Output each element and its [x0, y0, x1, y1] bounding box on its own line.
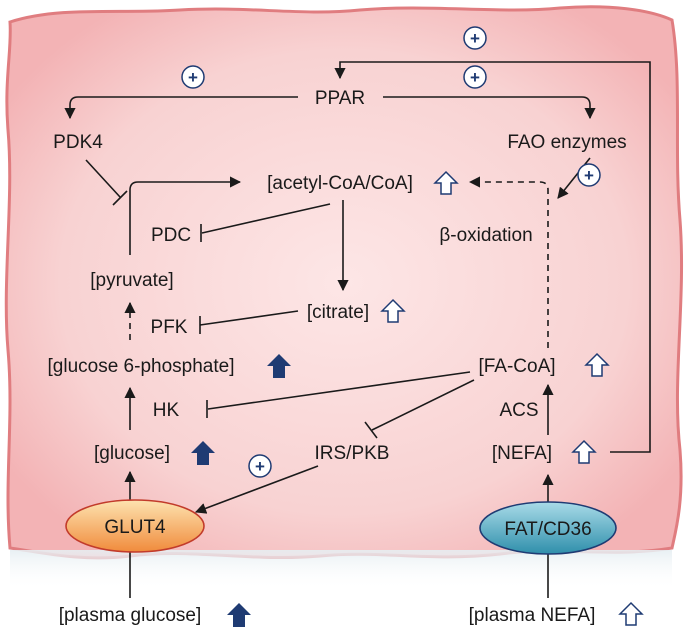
pdk4-label: PDK4	[53, 132, 103, 153]
fao-enzymes-label: FAO enzymes	[507, 132, 626, 153]
pdc-label: PDC	[151, 225, 191, 246]
pfk-label: PFK	[151, 317, 188, 338]
fat-cd36-label: FAT/CD36	[504, 519, 591, 540]
ppar-to-pdk4-arrow	[64, 96, 298, 120]
citrate-increase-arrow-icon	[380, 298, 406, 323]
facoa-increase-arrow-icon	[584, 352, 610, 377]
glut4-transporter: GLUT4	[65, 499, 205, 553]
facoa-to-hk-inhibit	[207, 371, 471, 410]
ppar-label: PPAR	[315, 88, 365, 109]
g6p-increase-solid-arrow-icon	[267, 354, 291, 378]
svg-text:+: +	[470, 29, 480, 48]
plus-circle-beta-oxidation: +	[577, 163, 601, 187]
ppar-to-fao-arrow	[383, 96, 596, 120]
hk-label: HK	[153, 400, 180, 421]
plus-circle-fao: +	[463, 65, 487, 89]
nefa-increase-arrow-icon	[571, 439, 597, 464]
nefa-label: [NEFA]	[492, 443, 552, 464]
acs-label: ACS	[499, 400, 538, 421]
facoa-to-irs-inhibit	[371, 379, 475, 431]
svg-text:+: +	[470, 68, 480, 87]
pdk4-inhibition-bar	[112, 190, 128, 206]
acetylcoa-to-pdc-inhibit	[201, 203, 331, 234]
svg-text:+: +	[584, 166, 594, 185]
pdk4-inhibition-line	[85, 159, 121, 198]
acetylcoa-increase-arrow-icon	[433, 170, 459, 195]
facoa-to-acetylcoa-dashed	[468, 176, 549, 348]
svg-text:+: +	[255, 457, 265, 476]
membrane-shadow	[10, 550, 672, 590]
citrate-label: [citrate]	[307, 302, 369, 323]
irs-inhibit-bar	[364, 421, 378, 439]
plasma-glucose-label: [plasma glucose]	[59, 605, 202, 626]
pyruvate-label: [pyruvate]	[90, 270, 173, 291]
plus-circle-ppar-top: +	[463, 26, 487, 50]
fat-cd36-transporter: FAT/CD36	[479, 501, 617, 555]
plus-circle-glut4: +	[248, 454, 272, 478]
nefa-to-ppar-connector	[334, 61, 651, 453]
svg-text:+: +	[188, 68, 198, 87]
citrate-to-pfk-inhibit	[199, 310, 299, 326]
glucose-label: [glucose]	[94, 443, 170, 464]
plasma-nefa-increase-arrow-icon	[618, 601, 644, 626]
glucose-6-phosphate-label: [glucose 6-phosphate]	[48, 356, 235, 377]
glucose-increase-solid-arrow-icon	[191, 441, 215, 465]
glut4-label: GLUT4	[104, 517, 166, 538]
plasma-nefa-label: [plasma NEFA]	[469, 605, 596, 626]
irs-pkb-label: IRS/PKB	[315, 443, 390, 464]
irs-to-glut4-arrow	[194, 465, 319, 514]
plus-circle-pdk4: +	[181, 65, 205, 89]
plasma-glucose-increase-solid-arrow-icon	[227, 603, 251, 627]
fa-coa-label: [FA-CoA]	[478, 356, 555, 377]
acetyl-coa-label: [acetyl-CoA/CoA]	[267, 173, 413, 194]
pyruvate-to-acetylcoa-arrow	[129, 176, 242, 255]
beta-oxidation-label: β-oxidation	[439, 225, 532, 246]
